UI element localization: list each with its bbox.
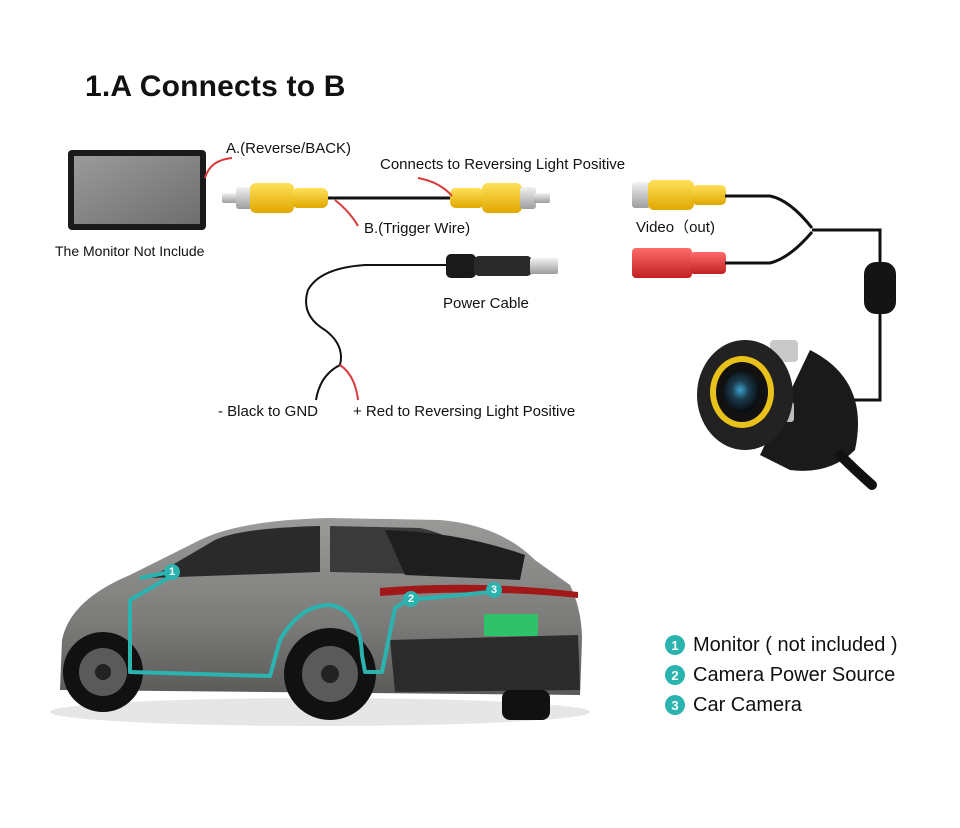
- dc-power-plug-icon: [446, 254, 558, 278]
- legend: 1 Monitor ( not included ) 2 Camera Powe…: [665, 630, 898, 720]
- label-reverse-back: A.(Reverse/BACK): [226, 140, 352, 157]
- car-illustration-icon: [50, 518, 590, 726]
- label-trigger-wire: B.(Trigger Wire): [364, 220, 471, 237]
- video-out-connector-icon: [632, 180, 726, 210]
- car-marker-monitor: 1: [164, 564, 180, 580]
- label-black-gnd: - Black to GND: [218, 403, 319, 420]
- cable-ferrite-icon: [864, 262, 896, 314]
- legend-number-badge: 3: [665, 695, 685, 715]
- label-power-cable: Power Cable: [443, 295, 529, 312]
- car-marker-power: 2: [403, 591, 419, 607]
- monitor-icon: [68, 150, 206, 230]
- label-monitor-not-include: The Monitor Not Include: [55, 243, 205, 259]
- power-in-connector-icon: [632, 248, 726, 278]
- legend-item-monitor: 1 Monitor ( not included ): [665, 630, 898, 660]
- legend-item-camera: 3 Car Camera: [665, 690, 898, 720]
- rca-plug-left-icon: [222, 183, 328, 213]
- legend-item-power-source: 2 Camera Power Source: [665, 660, 898, 690]
- legend-number-badge: 1: [665, 635, 685, 655]
- page-title: 1.A Connects to B: [85, 70, 346, 103]
- camera-icon: [697, 340, 877, 490]
- label-connects-reversing: Connects to Reversing Light Positive: [380, 156, 626, 173]
- rca-plug-right-icon: [450, 183, 550, 213]
- legend-text: Car Camera: [693, 693, 802, 716]
- trigger-wire-icon: [334, 199, 359, 227]
- label-red-reversing: + Red to Reversing Light Positive: [353, 403, 576, 420]
- legend-text: Monitor ( not included ): [693, 633, 898, 656]
- legend-number-badge: 2: [665, 665, 685, 685]
- label-video-out: Video（out): [636, 219, 715, 236]
- legend-text: Camera Power Source: [693, 663, 896, 686]
- car-marker-camera: 3: [486, 582, 502, 598]
- red-wire-icon: [204, 157, 233, 179]
